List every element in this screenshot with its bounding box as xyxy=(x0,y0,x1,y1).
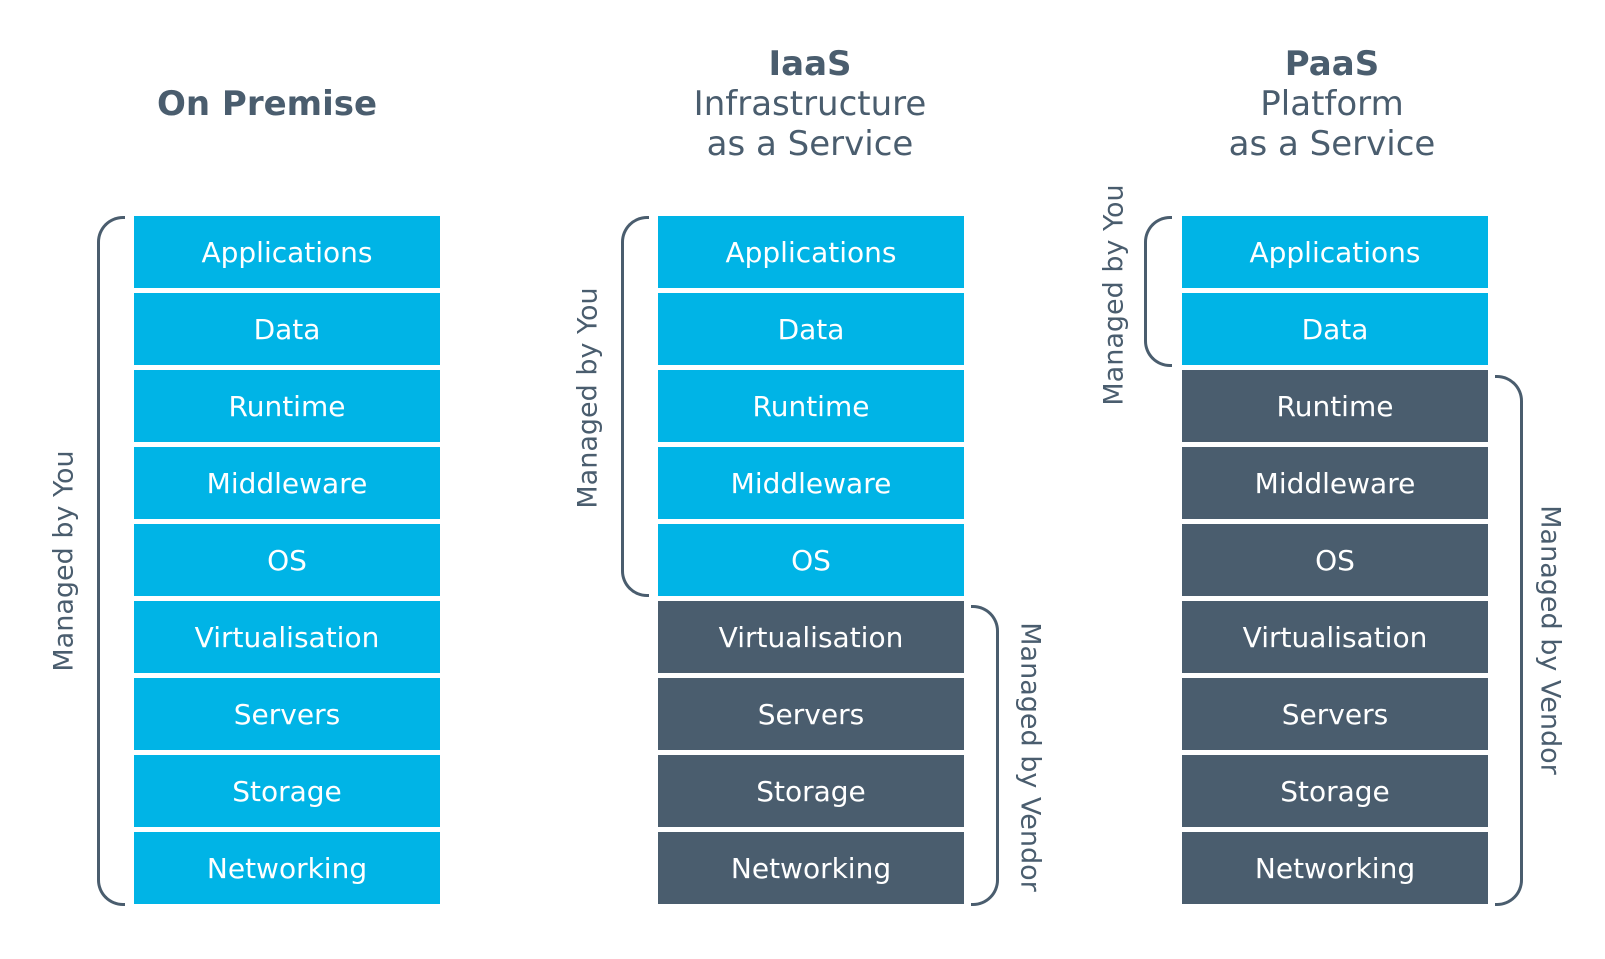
iaas-layer-networking: Networking xyxy=(658,832,964,904)
paas-layer-servers: Servers xyxy=(1182,678,1488,750)
paas-stack: Applications Data Runtime Middleware OS … xyxy=(1182,216,1488,909)
paas-layer-applications: Applications xyxy=(1182,216,1488,288)
on-premise-layer-virtualisation: Virtualisation xyxy=(134,601,440,673)
on-premise-layer-applications: Applications xyxy=(134,216,440,288)
paas-subtitle-line-2: as a Service xyxy=(1228,124,1436,164)
paas-layer-storage: Storage xyxy=(1182,755,1488,827)
iaas-subtitle-line-1: Infrastructure xyxy=(693,84,927,124)
iaas-layer-applications: Applications xyxy=(658,216,964,288)
on-premise-you-label: Managed by You xyxy=(48,450,80,672)
iaas-subtitle-line-2: as a Service xyxy=(706,124,914,164)
iaas-you-label: Managed by You xyxy=(572,287,604,509)
iaas-vendor-label: Managed by Vendor xyxy=(1014,622,1046,892)
paas-subtitle-line-1: Platform xyxy=(1260,84,1404,124)
on-premise-stack: Applications Data Runtime Middleware OS … xyxy=(134,216,440,909)
on-premise-layer-middleware: Middleware xyxy=(134,447,440,519)
on-premise-layer-os: OS xyxy=(134,524,440,596)
iaas-vendor-bracket xyxy=(971,605,999,906)
iaas-layer-runtime: Runtime xyxy=(658,370,964,442)
paas-vendor-bracket xyxy=(1495,375,1523,906)
paas-title: PaaS Platform as a Service xyxy=(1122,44,1542,164)
paas-layer-data: Data xyxy=(1182,293,1488,365)
iaas-layer-storage: Storage xyxy=(658,755,964,827)
paas-title-text: PaaS xyxy=(1284,44,1380,84)
paas-layer-networking: Networking xyxy=(1182,832,1488,904)
iaas-layer-os: OS xyxy=(658,524,964,596)
iaas-layer-servers: Servers xyxy=(658,678,964,750)
paas-layer-middleware: Middleware xyxy=(1182,447,1488,519)
iaas-stack: Applications Data Runtime Middleware OS … xyxy=(658,216,964,909)
iaas-layer-data: Data xyxy=(658,293,964,365)
on-premise-layer-networking: Networking xyxy=(134,832,440,904)
on-premise-layer-runtime: Runtime xyxy=(134,370,440,442)
paas-you-label: Managed by You xyxy=(1098,184,1130,406)
paas-layer-virtualisation: Virtualisation xyxy=(1182,601,1488,673)
paas-vendor-label: Managed by Vendor xyxy=(1534,505,1566,775)
iaas-title-text: IaaS xyxy=(768,44,852,84)
on-premise-layer-data: Data xyxy=(134,293,440,365)
iaas-you-bracket xyxy=(621,216,649,597)
on-premise-title-text: On Premise xyxy=(156,84,378,124)
paas-you-bracket xyxy=(1144,216,1172,367)
on-premise-layer-storage: Storage xyxy=(134,755,440,827)
on-premise-title: On Premise xyxy=(57,84,477,124)
paas-layer-os: OS xyxy=(1182,524,1488,596)
on-premise-layer-servers: Servers xyxy=(134,678,440,750)
on-premise-you-bracket xyxy=(97,216,125,906)
paas-layer-runtime: Runtime xyxy=(1182,370,1488,442)
iaas-layer-middleware: Middleware xyxy=(658,447,964,519)
iaas-layer-virtualisation: Virtualisation xyxy=(658,601,964,673)
iaas-title: IaaS Infrastructure as a Service xyxy=(600,44,1020,164)
